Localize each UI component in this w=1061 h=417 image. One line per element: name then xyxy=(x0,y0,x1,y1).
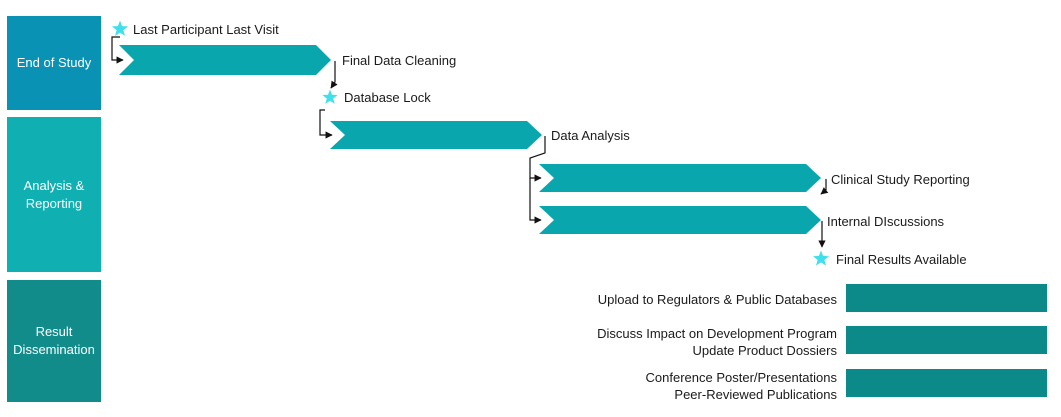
dissemination-line: Upload to Regulators & Public Databases xyxy=(597,292,837,307)
phase-label: End of Study xyxy=(16,55,92,70)
connector-arrow xyxy=(330,61,338,89)
phase-label: Analysis & xyxy=(23,177,85,193)
task-label: Clinical Study Reporting xyxy=(831,172,970,187)
dissemination-label: Discuss Impact on Development Program Up… xyxy=(597,325,837,359)
dissemination-box xyxy=(846,326,1047,354)
phase-label: Reporting xyxy=(25,195,83,211)
phase-end-of-study: End of Study xyxy=(7,16,101,110)
connector-arrow xyxy=(111,36,124,64)
star-icon xyxy=(813,250,829,266)
milestone-label: Final Results Available xyxy=(836,252,967,267)
dissemination-line: Conference Poster/Presentations xyxy=(645,370,838,385)
phase-label: Dissemination xyxy=(13,342,95,357)
phase-analysis-reporting: Analysis & Reporting xyxy=(7,117,101,272)
dissemination-box xyxy=(846,369,1047,397)
dissemination-line: Update Product Dossiers xyxy=(692,343,837,358)
dissemination-box xyxy=(846,284,1047,312)
task-label: Data Analysis xyxy=(551,128,630,143)
connector-arrow xyxy=(820,179,829,195)
task-bar-final-data-cleaning xyxy=(119,45,331,75)
milestone-label: Database Lock xyxy=(344,90,431,105)
connector-arrow xyxy=(319,109,333,139)
task-label: Internal DIscussions xyxy=(827,214,945,229)
dissemination-line: Peer-Reviewed Publications xyxy=(674,387,837,402)
task-bar-clinical-study-reporting xyxy=(539,164,821,192)
dissemination-label: Upload to Regulators & Public Databases xyxy=(598,291,837,308)
dissemination-label: Conference Poster/Presentations Peer-Rev… xyxy=(646,369,838,403)
connector-arrow xyxy=(529,178,542,224)
milestone-label: Last Participant Last Visit xyxy=(133,22,279,37)
task-bar-internal-discussions xyxy=(539,206,821,234)
task-label: Final Data Cleaning xyxy=(342,53,456,68)
star-icon xyxy=(111,20,129,36)
connector-arrow xyxy=(529,136,546,182)
star-icon xyxy=(322,89,338,104)
dissemination-line: Discuss Impact on Development Program xyxy=(597,326,837,341)
phase-label: Result xyxy=(35,324,73,339)
task-bar-data-analysis xyxy=(330,121,542,149)
